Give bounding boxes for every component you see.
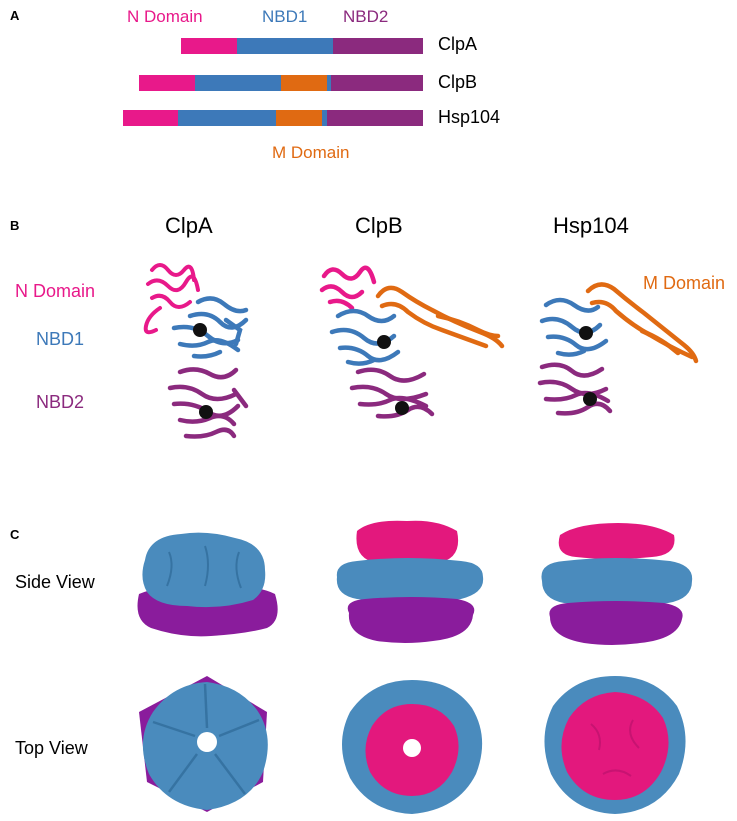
ligand-atp xyxy=(193,323,207,337)
nbd2-ring xyxy=(549,601,683,645)
label-nbd1-b: NBD1 xyxy=(36,329,85,349)
structure-title-clpb: ClpB xyxy=(355,213,403,238)
ribbon-structure-hsp104 xyxy=(537,282,699,416)
n-domain-ribbon xyxy=(143,263,200,335)
m-domain-ribbon xyxy=(585,282,699,364)
nbd2-ribbon xyxy=(349,367,435,419)
label-m-domain-b: M Domain xyxy=(643,273,726,293)
panel-a-letter: A xyxy=(10,8,20,23)
nbd1-ribbon xyxy=(171,296,249,359)
label-n-domain-a: N Domain xyxy=(127,7,203,26)
surface-top-view-hsp104 xyxy=(544,676,686,814)
segment-nbd1-tail xyxy=(327,75,331,91)
segment-nbd2 xyxy=(331,75,423,91)
nbd2-ribbon xyxy=(167,367,249,439)
panel-b-letter: B xyxy=(10,218,20,233)
segment-nbd1-tail xyxy=(322,110,327,126)
ligand-atp xyxy=(199,405,213,419)
surface-side-view-clpa xyxy=(137,532,278,637)
nbd1-ring xyxy=(336,558,484,603)
central-pore xyxy=(197,732,217,752)
top-view-label: Top View xyxy=(15,738,88,758)
label-nbd1-a: NBD1 xyxy=(262,7,308,26)
m-domain-ribbon xyxy=(375,285,505,349)
structure-title-hsp104: Hsp104 xyxy=(553,213,629,238)
ligand-atp xyxy=(395,401,409,415)
structure-title-clpa: ClpA xyxy=(165,213,213,238)
nbd1-ring xyxy=(541,558,693,607)
segment-nbd2 xyxy=(327,110,423,126)
protein-label-hsp104: Hsp104 xyxy=(438,107,501,127)
n-domain-ring xyxy=(356,520,459,565)
surface-side-view-hsp104 xyxy=(541,523,693,645)
n-domain-ring xyxy=(561,692,669,800)
nbd2-ribbon xyxy=(537,362,613,416)
n-domain-ribbon xyxy=(319,265,377,311)
surface-side-view-clpb xyxy=(336,520,484,643)
protein-label-clpb: ClpB xyxy=(438,72,478,92)
segment-m-domain xyxy=(281,75,327,91)
segment-n-domain xyxy=(181,38,237,54)
ligand-atp xyxy=(583,392,597,406)
ribbon-structure-clpa xyxy=(143,263,249,439)
nbd1-ribbon xyxy=(539,297,609,357)
segment-m-domain xyxy=(276,110,322,126)
domain-bar-hsp104 xyxy=(123,110,423,126)
central-pore xyxy=(403,739,421,757)
segment-n-domain xyxy=(123,110,178,126)
surface-top-view-clpa xyxy=(139,676,268,812)
domain-bar-clpa xyxy=(181,38,423,54)
side-view-label: Side View xyxy=(15,572,95,592)
segment-nbd1 xyxy=(237,38,333,54)
segment-nbd1 xyxy=(178,110,276,126)
segment-nbd2 xyxy=(333,38,423,54)
protein-label-clpa: ClpA xyxy=(438,34,478,54)
label-n-domain-b: N Domain xyxy=(15,281,96,301)
segment-n-domain xyxy=(139,75,195,91)
ribbon-structure-clpb xyxy=(319,265,505,419)
segment-nbd1 xyxy=(195,75,281,91)
domain-bar-clpb xyxy=(139,75,423,91)
label-nbd2-b: NBD2 xyxy=(36,392,85,412)
ligand-atp xyxy=(377,335,391,349)
surface-top-view-clpb xyxy=(342,680,483,814)
nbd2-ring xyxy=(347,597,475,643)
nbd1-ring xyxy=(142,532,266,608)
ligand-atp xyxy=(579,326,593,340)
n-domain-ring xyxy=(558,523,675,559)
panel-c-letter: C xyxy=(10,527,20,542)
label-m-domain-a: M Domain xyxy=(272,143,350,162)
label-nbd2-a: NBD2 xyxy=(343,7,389,26)
